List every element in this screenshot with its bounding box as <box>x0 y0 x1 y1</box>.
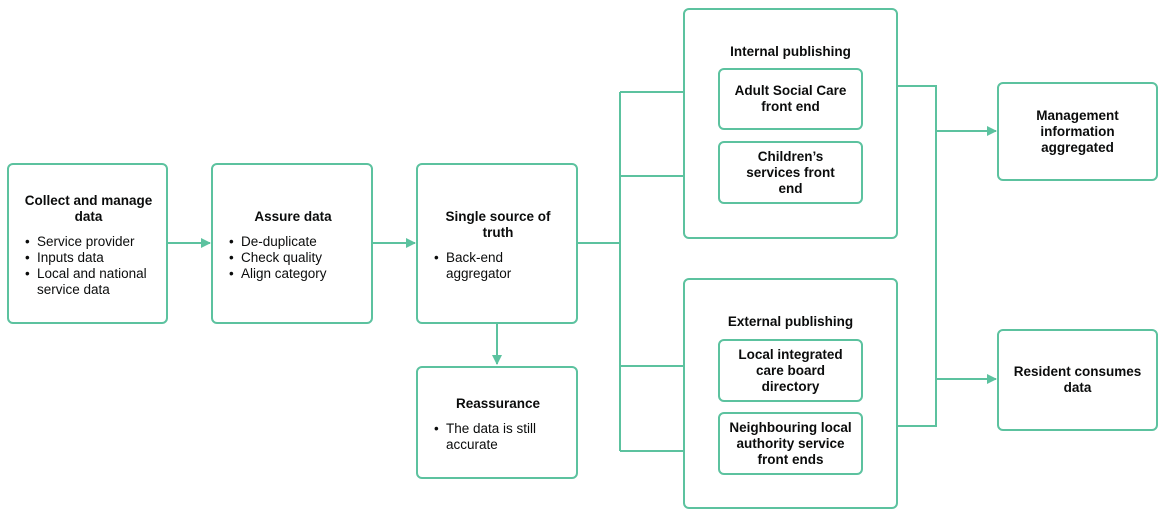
list-item: Inputs data <box>23 250 154 266</box>
adult-social-care-box: Adult Social Care front end <box>718 68 863 130</box>
single-source-of-truth-box: Single source of truth Back-end aggregat… <box>416 163 578 324</box>
merge-lines <box>897 85 937 427</box>
reassurance-title: Reassurance <box>455 396 541 411</box>
childrens-services-box: Children’s services front end <box>718 141 863 204</box>
collect-list: Service provider Inputs data Local and n… <box>23 234 154 298</box>
branch-trunk <box>578 92 621 451</box>
assure-list: De-duplicate Check quality Align categor… <box>227 234 359 282</box>
icb-directory-box: Local integrated care board directory <box>718 339 863 402</box>
collect-manage-data-box: Collect and manage data Service provider… <box>7 163 168 324</box>
management-information-box: Management information aggregated <box>997 82 1158 181</box>
management-information-label: Management information aggregated <box>1036 107 1119 155</box>
assure-title: Assure data <box>254 209 332 224</box>
truth-title: Single source of truth <box>445 209 551 240</box>
resident-consumes-label: Resident consumes data <box>1013 364 1142 395</box>
neighbouring-authority-label: Neighbouring local authority service fro… <box>729 419 852 467</box>
list-item: The data is still accurate <box>432 421 556 453</box>
reassurance-list: The data is still accurate <box>432 421 564 453</box>
neighbouring-authority-box: Neighbouring local authority service fro… <box>718 412 863 475</box>
collect-title: Collect and manage data <box>24 193 153 224</box>
list-item: Back-end aggregator <box>432 250 536 282</box>
list-item: Local and national service data <box>23 266 154 298</box>
adult-social-care-label: Adult Social Care front end <box>734 83 847 114</box>
list-item: Service provider <box>23 234 154 250</box>
childrens-services-label: Children’s services front end <box>746 148 835 196</box>
resident-consumes-box: Resident consumes data <box>997 329 1158 431</box>
internal-publishing-title: Internal publishing <box>730 44 851 59</box>
list-item: De-duplicate <box>227 234 359 250</box>
external-publishing-title: External publishing <box>727 314 854 329</box>
list-item: Align category <box>227 266 359 282</box>
list-item: Check quality <box>227 250 359 266</box>
truth-list: Back-end aggregator <box>432 250 564 282</box>
assure-data-box: Assure data De-duplicate Check quality A… <box>211 163 373 324</box>
icb-directory-label: Local integrated care board directory <box>738 346 843 394</box>
reassurance-box: Reassurance The data is still accurate <box>416 366 578 479</box>
